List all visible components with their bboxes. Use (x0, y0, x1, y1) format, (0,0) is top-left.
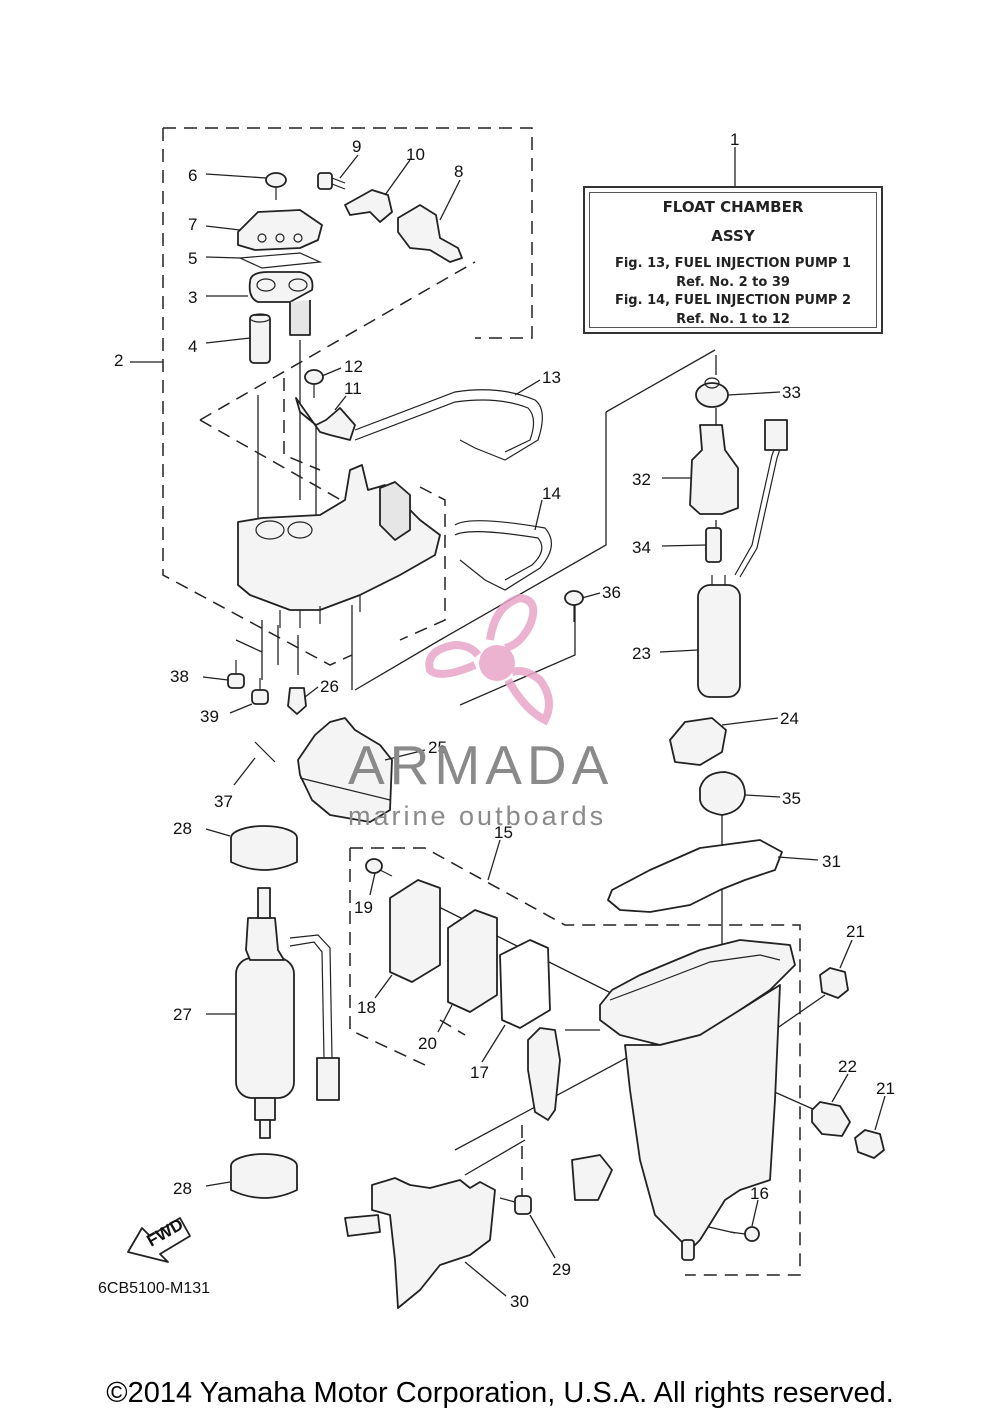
callout-9: 9 (352, 137, 361, 156)
note-fig14-ref: Ref. No. 1 to 12 (676, 312, 790, 327)
part-12-screw (304, 369, 324, 398)
part-21-grommet-b (854, 1129, 885, 1159)
callout-23: 23 (632, 644, 651, 663)
part-33-grommet (695, 377, 729, 408)
callout-6: 6 (188, 166, 197, 185)
callout-12: 12 (344, 357, 363, 376)
note-fig14: Fig. 14, FUEL INJECTION PUMP 2 (614, 293, 852, 308)
callout-30: 30 (510, 1292, 529, 1311)
note-title: FLOAT CHAMBER (662, 198, 804, 216)
callout-26: 26 (320, 677, 339, 696)
connection-lines (235, 340, 826, 1234)
part-34-seal (705, 527, 722, 563)
part-27-pump (235, 887, 340, 1139)
watermark-brand: ARMADA (348, 734, 614, 796)
part-25-cover (297, 717, 393, 823)
callout-33: 33 (782, 383, 801, 402)
part-38-screw (227, 660, 245, 689)
part-19-screw (365, 858, 393, 877)
callout-21b: 21 (876, 1079, 895, 1098)
callout-22: 22 (838, 1057, 857, 1076)
part-5-gasket (237, 252, 323, 269)
callout-14: 14 (542, 484, 561, 503)
callout-4: 4 (188, 337, 197, 356)
part-29-bolt (499, 1195, 532, 1215)
callout-39: 39 (200, 707, 219, 726)
part-4-sleeve (249, 313, 271, 364)
callout-37: 37 (214, 792, 233, 811)
callout-2: 2 (114, 351, 123, 370)
callout-16: 16 (750, 1184, 769, 1203)
callout-28a: 28 (173, 819, 192, 838)
part-36-screw (564, 590, 584, 622)
part-15-float-chamber (599, 939, 796, 1261)
part-23-pump (697, 419, 788, 698)
part-30-bracket (344, 1177, 496, 1309)
callout-32: 32 (632, 470, 651, 489)
callout-13: 13 (542, 368, 561, 387)
callout-11: 11 (344, 379, 362, 398)
bracket (527, 1027, 613, 1201)
part-24-connector (669, 717, 727, 766)
part-11-fitting (295, 397, 356, 441)
note-fig13-ref: Ref. No. 2 to 39 (676, 275, 790, 290)
callout-17: 17 (470, 1063, 489, 1082)
watermark-logo (425, 593, 553, 726)
part-6-screw (265, 172, 287, 200)
callout-38: 38 (170, 667, 189, 686)
callout-7: 7 (188, 215, 197, 234)
callout-20: 20 (418, 1034, 437, 1053)
part-32-filter (689, 424, 739, 515)
part-28-ring-top (230, 825, 298, 871)
part-31-gasket (607, 839, 783, 913)
callout-29: 29 (552, 1260, 571, 1279)
part-13-hose (354, 389, 543, 461)
part-16-screw (729, 1226, 760, 1242)
part-3-holder (248, 271, 314, 336)
callout-34: 34 (632, 538, 651, 557)
part-39-screw (251, 678, 269, 705)
callout-21a: 21 (846, 922, 865, 941)
float-chamber-note: FLOAT CHAMBER ASSY Fig. 13, FUEL INJECTI… (583, 186, 883, 334)
part-20-plate (447, 909, 498, 1013)
part-14-hose (454, 520, 552, 591)
callout-15: 15 (494, 823, 513, 842)
part-18-plate (389, 879, 441, 983)
part-22-damper (811, 1101, 851, 1137)
callout-31: 31 (822, 852, 841, 871)
callout-28b: 28 (173, 1179, 192, 1198)
fwd-arrow: FWD (127, 1215, 191, 1263)
diagram-code: 6CB5100-M131 (98, 1280, 211, 1297)
part-37-pin (254, 741, 276, 763)
part-28-ring-bottom (230, 1153, 298, 1199)
callout-27: 27 (173, 1005, 192, 1024)
part-26-nozzle (287, 687, 307, 715)
part-8-injector (397, 204, 463, 263)
note-fig13: Fig. 13, FUEL INJECTION PUMP 1 (614, 256, 852, 271)
part-10-bracket (344, 189, 393, 223)
copyright-notice: ©2014 Yamaha Motor Corporation, U.S.A. A… (106, 1377, 894, 1409)
part-21-grommet-a (819, 967, 849, 999)
callout-8: 8 (454, 162, 463, 181)
part-35-holder (699, 771, 746, 816)
callout-19: 19 (354, 898, 373, 917)
callout-5: 5 (188, 249, 197, 268)
callout-25: 25 (428, 738, 447, 757)
callout-1: 1 (730, 130, 739, 149)
part-9-bolt (317, 172, 346, 190)
callout-18: 18 (357, 998, 376, 1017)
callout-10: 10 (406, 145, 425, 164)
part-2-pump-body (237, 464, 441, 628)
note-subtitle: ASSY (711, 227, 755, 245)
callout-35: 35 (782, 789, 801, 808)
callout-3: 3 (188, 288, 197, 307)
callout-24: 24 (780, 709, 799, 728)
part-7-cover (237, 209, 323, 251)
callouts: 1 2 3 4 5 6 7 8 9 10 11 12 13 14 15 16 1… (114, 130, 895, 1311)
watermark-tagline: marine outboards (348, 801, 607, 831)
callout-36: 36 (602, 583, 621, 602)
part-17-gasket (499, 939, 551, 1029)
